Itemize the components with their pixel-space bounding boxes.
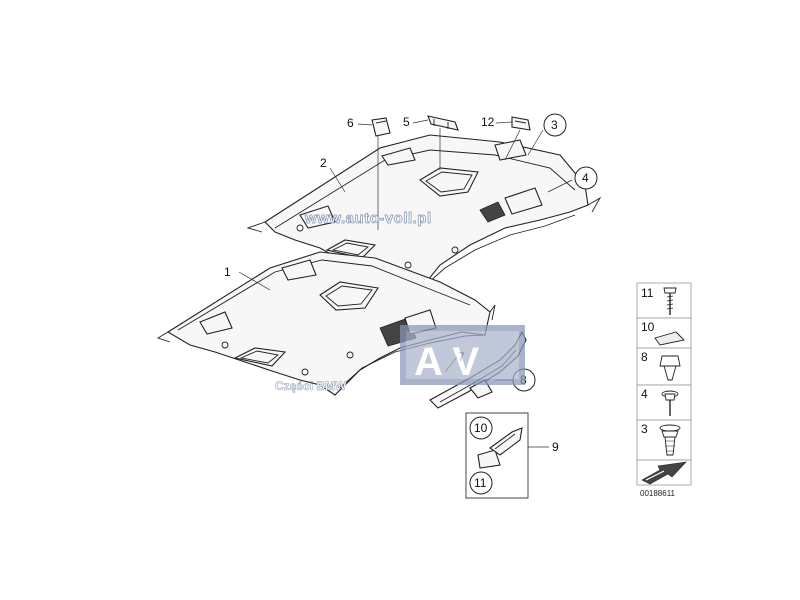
leader-lines xyxy=(238,119,573,448)
watermark: www.auto-voll.pl A V Części BMW xyxy=(275,210,525,393)
part-9-handle[interactable] xyxy=(489,427,523,456)
expanding-rivet-icon xyxy=(659,424,681,456)
legend-item-4-number: 4 xyxy=(641,387,648,401)
part-6-cap[interactable] xyxy=(371,117,391,137)
callout-11: 11 xyxy=(474,476,487,490)
watermark-logo-letters: A V xyxy=(414,340,480,384)
callout-4: 4 xyxy=(582,171,589,185)
arrow-icon xyxy=(641,461,687,485)
watermark-brand: Części BMW xyxy=(275,379,347,393)
pad-icon xyxy=(654,331,685,346)
part-12-lamp[interactable] xyxy=(511,116,531,131)
legend-item-1-number: 11 xyxy=(641,286,654,300)
watermark-logo: A V xyxy=(400,325,525,385)
clip-icon xyxy=(659,355,681,381)
callout-1: 1 xyxy=(224,265,231,279)
callout-2: 2 xyxy=(320,156,327,170)
watermark-url: www.auto-voll.pl xyxy=(304,210,432,227)
screw-icon xyxy=(663,287,677,315)
callout-12: 12 xyxy=(481,115,495,129)
legend-item-2-number: 10 xyxy=(641,320,655,334)
callout-10: 10 xyxy=(474,421,488,435)
callout-3: 3 xyxy=(551,118,558,132)
part-5-bracket[interactable] xyxy=(427,115,459,131)
callout-9: 9 xyxy=(552,440,559,454)
washer-screw-icon xyxy=(661,390,679,416)
legend-item-5-number: 3 xyxy=(641,422,648,436)
legend-item-3-number: 8 xyxy=(641,350,648,364)
callout-6: 6 xyxy=(347,116,354,130)
diagram-code: 00188611 xyxy=(640,489,676,498)
callout-5: 5 xyxy=(403,115,410,129)
part-10-pad[interactable] xyxy=(477,449,501,469)
fastener-legend: 11 10 8 4 3 xyxy=(636,282,692,498)
